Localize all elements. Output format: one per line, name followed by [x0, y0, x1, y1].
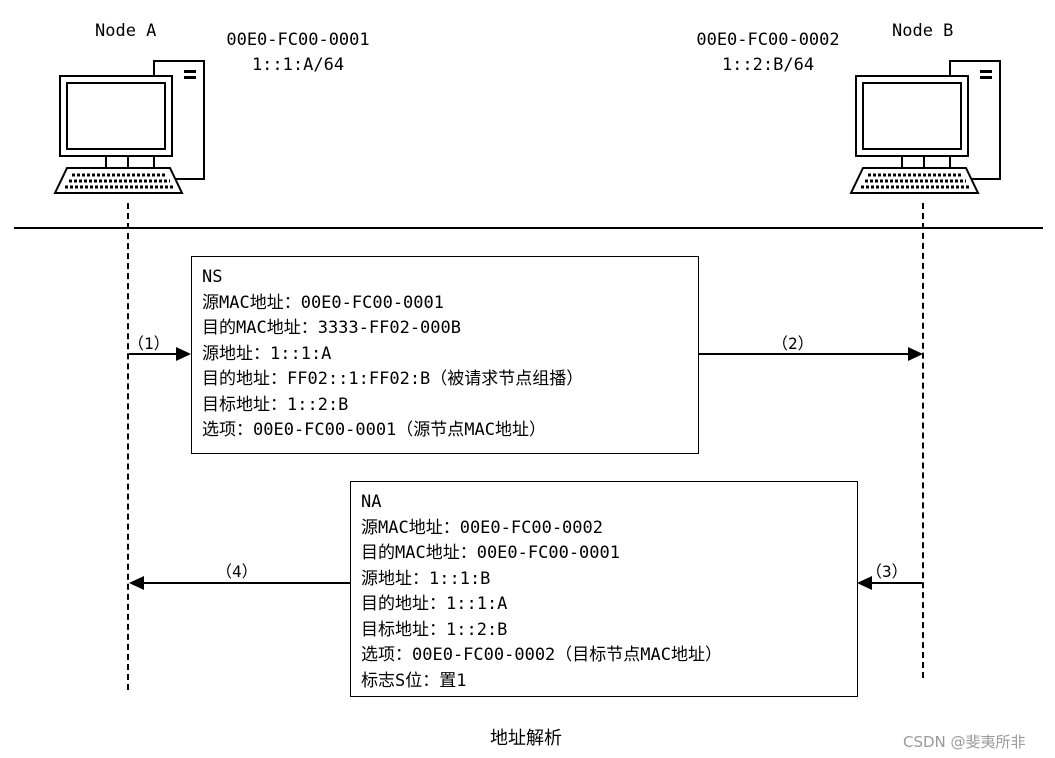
na-line: 源MAC地址：00E0-FC00-0002 [361, 517, 603, 538]
node-a-lifeline [127, 203, 129, 690]
step-1-label: （1） [128, 334, 170, 353]
na-arrow-line-3 [868, 582, 922, 584]
node-b-computer-icon [849, 60, 1001, 194]
na-arrow-line-4 [142, 582, 350, 584]
ns-line: 目标地址：1::2:B [202, 394, 349, 415]
na-arrowhead-4 [129, 576, 144, 590]
node-a-computer-icon [53, 60, 205, 194]
na-line: 选项：00E0-FC00-0002（目标节点MAC地址） [361, 645, 722, 665]
na-line: 标志S位：置1 [361, 670, 467, 691]
na-line: 目的地址：1::1:A [361, 594, 508, 614]
ns-line: 目的MAC地址：3333-FF02-000B [202, 318, 461, 338]
node-b-address: 00E0-FC00-0002 1::2:B/64 [688, 28, 848, 78]
ns-line: 选项：00E0-FC00-0001（源节点MAC地址） [202, 420, 546, 440]
na-line: 目标地址：1::2:B [361, 619, 508, 640]
node-b-label: Node B [892, 21, 954, 41]
node-b-ipv6: 1::2:B/64 [721, 55, 815, 75]
watermark: CSDN @斐夷所非 [903, 733, 1026, 751]
node-b-lifeline [922, 203, 924, 678]
ns-arrowhead-2 [908, 347, 923, 361]
na-line: NA [361, 492, 382, 512]
ns-line: 目的地址：FF02::1:FF02:B（被请求节点组播） [202, 369, 584, 389]
ns-line: 源MAC地址：00E0-FC00-0001 [202, 292, 444, 313]
na-line: 目的MAC地址：00E0-FC00-0001 [361, 543, 620, 563]
step-2-label: （2） [772, 334, 814, 353]
ns-arrow-line-2 [698, 353, 911, 355]
step-3-label: （3） [866, 562, 908, 581]
ns-arrow-line-1 [129, 353, 179, 355]
na-message-box: NA 源MAC地址：00E0-FC00-0002 目的MAC地址：00E0-FC… [350, 481, 858, 697]
node-a-mac: 00E0-FC00-0001 [226, 30, 370, 50]
step-4-label: （4） [216, 562, 258, 581]
diagram-caption: 地址解析 [490, 728, 562, 749]
na-arrowhead-3 [857, 576, 872, 590]
node-a-ipv6: 1::1:A/64 [251, 55, 345, 75]
node-a-label: Node A [95, 21, 157, 41]
node-a-address: 00E0-FC00-0001 1::1:A/64 [218, 28, 378, 78]
na-line: 源地址：1::1:B [361, 568, 491, 589]
ns-line: 源地址：1::1:A [202, 343, 332, 364]
ns-message-box: NS 源MAC地址：00E0-FC00-0001 目的MAC地址：3333-FF… [191, 256, 699, 454]
ns-arrowhead-1 [176, 347, 191, 361]
ns-line: NS [202, 267, 223, 287]
node-b-mac: 00E0-FC00-0002 [696, 30, 840, 50]
network-link-line [14, 227, 1043, 229]
